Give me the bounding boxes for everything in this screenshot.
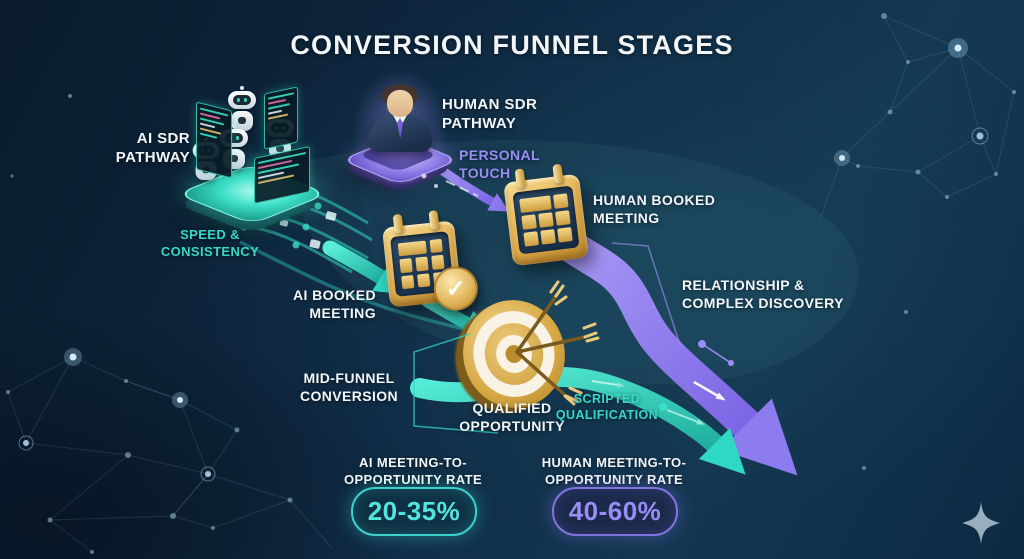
- ai-pathway-label: AI SDR PATHWAY: [115, 130, 190, 167]
- code-screen-icon: [264, 86, 298, 150]
- scripted-qualification-label: SCRIPTED QUALIFICATION: [555, 392, 659, 422]
- relationship-discovery-label: RELATIONSHIP & COMPLEX DISCOVERY: [682, 277, 844, 311]
- human-rate-value: 40-60%: [568, 496, 662, 526]
- human-booked-meeting-label: HUMAN BOOKED MEETING: [593, 192, 716, 226]
- ai-rate-value: 20-35%: [367, 496, 461, 526]
- ai-booked-meeting-label: AI BOOKED MEETING: [293, 287, 376, 321]
- code-screen-icon: [196, 101, 232, 179]
- personal-touch-label: PERSONAL TOUCH: [459, 147, 540, 181]
- ai-rate-label: AI MEETING-TO-OPPORTUNITY RATE: [343, 455, 483, 487]
- human-avatar-icon: [368, 84, 432, 152]
- mid-funnel-label: MID-FUNNEL CONVERSION: [299, 370, 399, 404]
- sparkle-icon: [962, 502, 1000, 544]
- human-rate-label: HUMAN MEETING-TO-OPPORTUNITY RATE: [541, 455, 687, 487]
- human-calendar-icon: [503, 163, 589, 267]
- robot-icon: [226, 86, 258, 134]
- human-pathway-label: HUMAN SDR PATHWAY: [442, 96, 538, 133]
- human-rate-badge: 40-60%: [552, 487, 678, 536]
- page-title: CONVERSION FUNNEL STAGES: [290, 30, 734, 60]
- speed-consistency-label: SPEED & CONSISTENCY: [160, 227, 260, 259]
- ai-calendar-icon: ✓: [382, 210, 478, 311]
- ai-rate-badge: 20-35%: [351, 487, 477, 536]
